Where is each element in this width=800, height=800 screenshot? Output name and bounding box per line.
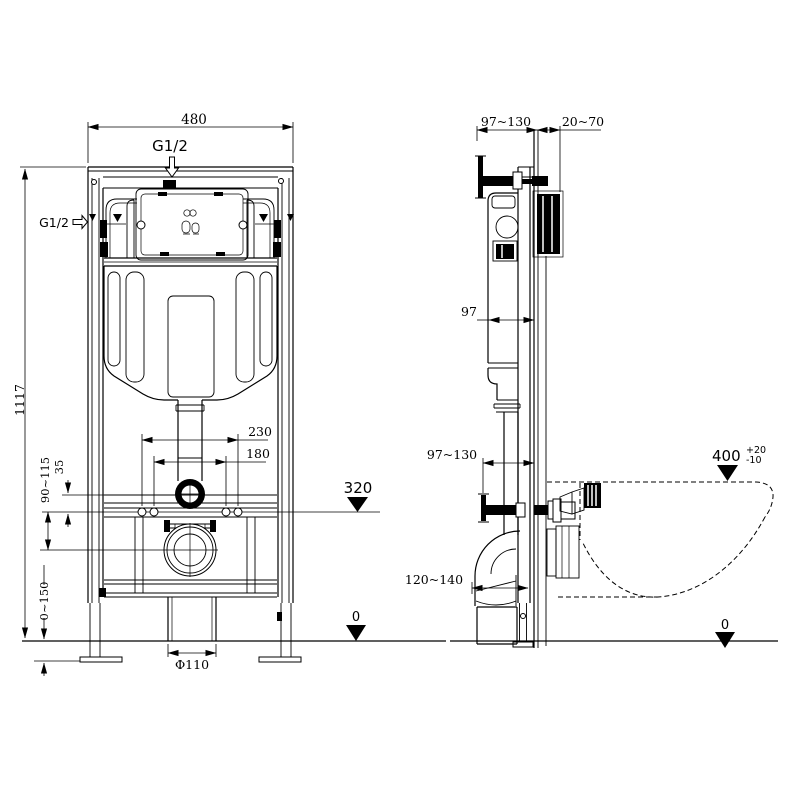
wall-anchor-bottom — [478, 493, 576, 523]
dim-rim-tol-lower: -10 — [746, 455, 762, 466]
dim-outlet-offset: 120~140 — [405, 572, 463, 587]
dim-frame-height: 1117 — [12, 384, 27, 416]
lower-crossbars — [42, 494, 380, 593]
dim-flush-offset: 35 — [52, 460, 66, 475]
dim-inner-bolts: 180 — [246, 446, 270, 461]
wall-anchor-top — [475, 155, 548, 199]
flush-pipe — [175, 400, 205, 509]
ground-level-icon — [346, 625, 366, 641]
dim-outer-bolts: 230 — [248, 424, 272, 439]
dim-floor-side: 0 — [721, 618, 729, 633]
dim-foot-range: 0~150 — [37, 582, 51, 621]
dim-frame-width: 480 — [181, 112, 207, 128]
top-inlet-fitting — [163, 180, 176, 189]
dim-flush-level: 320 — [344, 479, 373, 497]
cistern-side — [487, 192, 521, 535]
ground-level-side-icon — [715, 632, 735, 648]
dim-rim-height: 400 — [712, 447, 741, 465]
drain-outlet — [40, 520, 277, 641]
front-frame — [79, 166, 302, 663]
cistern-tank — [103, 257, 278, 401]
dim-drain-diameter: Φ110 — [175, 657, 209, 672]
bowl-connectors — [546, 483, 601, 579]
dim-top-inlet: G1/2 — [152, 137, 188, 155]
drain-elbow — [474, 530, 521, 645]
side-dimensions: 97~130 20~70 97 97~130 120~140 400 +20 -… — [405, 114, 766, 648]
flush-plate-box — [532, 190, 564, 258]
dim-cistern-depth: 97 — [461, 304, 477, 319]
dim-side-inlet: G1/2 — [39, 215, 69, 230]
water-level-icon — [89, 214, 294, 225]
inlet-arrow-down-icon — [164, 156, 180, 178]
dim-rim-tol-upper: +20 — [746, 445, 766, 456]
side-view: 97~130 20~70 97 97~130 120~140 400 +20 -… — [405, 114, 778, 648]
dim-outlet-range: 90~115 — [38, 457, 52, 503]
dim-depth-top: 97~130 — [481, 114, 531, 129]
level-marker-400-icon — [717, 465, 738, 481]
cistern-top-assembly — [89, 188, 294, 261]
toilet-bowl-outline — [547, 481, 774, 598]
level-marker-320-icon — [347, 497, 368, 512]
dim-depth-bottom: 97~130 — [427, 447, 477, 462]
recycle-icon — [181, 209, 200, 235]
dim-floor-front: 0 — [352, 610, 360, 625]
front-view: 480 G1/2 G1/2 1117 230 180 320 90~115 35… — [12, 112, 446, 676]
inlet-arrow-right-icon — [72, 214, 89, 230]
front-dimensions: 480 G1/2 G1/2 1117 230 180 320 90~115 35… — [12, 112, 372, 676]
dim-wall-finish: 20~70 — [562, 114, 604, 129]
access-panel — [135, 188, 249, 261]
